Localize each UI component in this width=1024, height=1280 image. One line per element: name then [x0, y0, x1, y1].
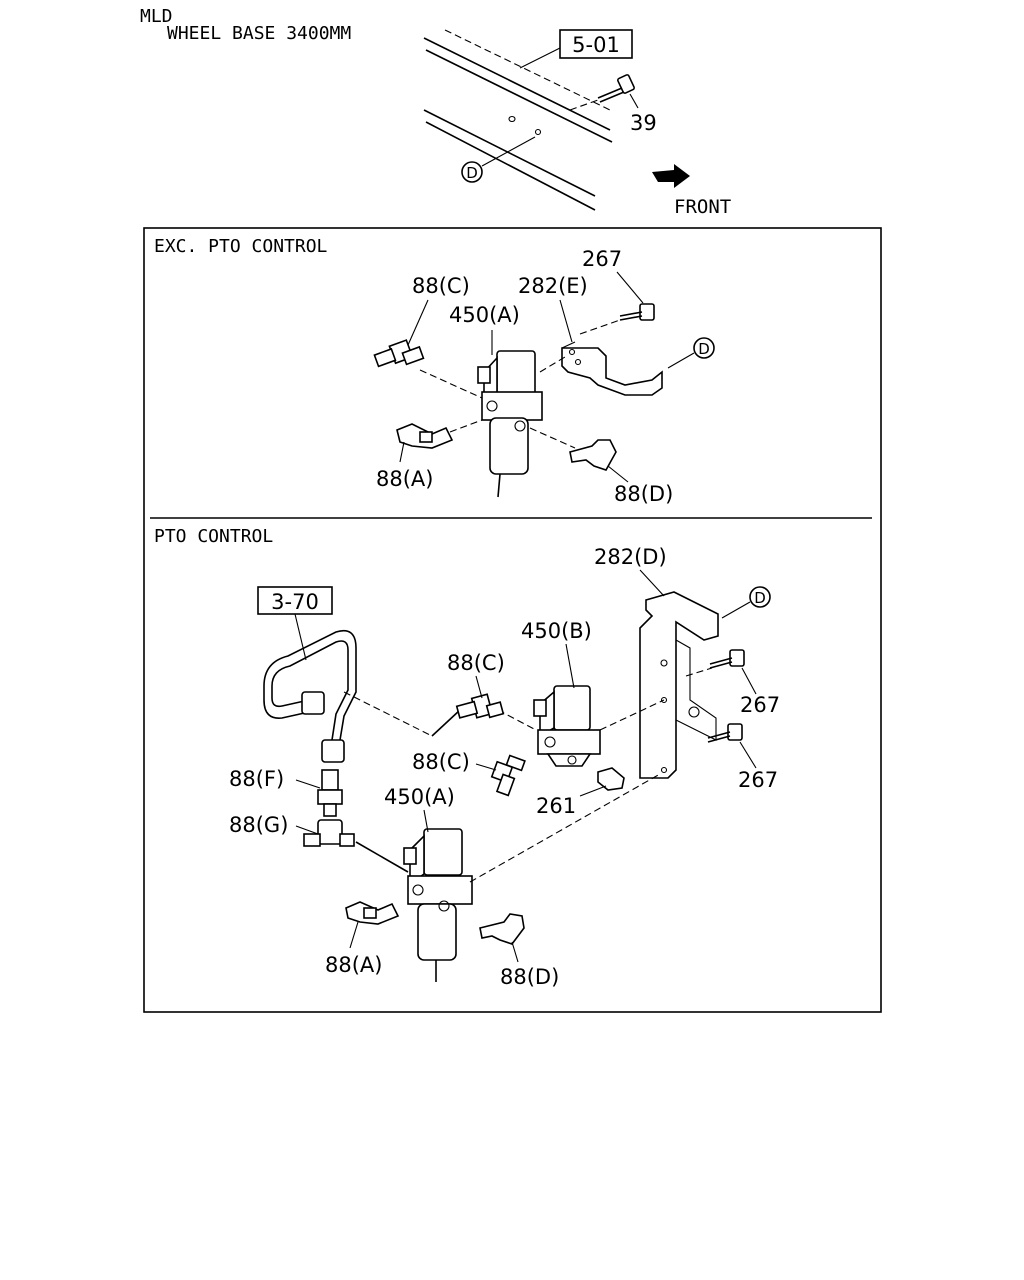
fitting-261 — [597, 767, 625, 791]
svg-text:3-70: 3-70 — [271, 590, 319, 614]
bracket-282d — [639, 591, 719, 779]
bolt-39: 39 — [569, 74, 657, 135]
label-450a-exc: 450(A) — [449, 303, 520, 327]
fitting-88a-pto — [345, 901, 400, 925]
label-88a-pto: 88(A) — [325, 953, 382, 977]
fitting-88f — [317, 769, 343, 817]
label-450b: 450(B) — [521, 619, 592, 643]
fitting-88d-exc — [569, 439, 617, 471]
svg-text:D: D — [466, 164, 478, 182]
pto-title: PTO CONTROL — [154, 526, 273, 547]
label-88f: 88(F) — [229, 767, 284, 791]
exc-pto-title: EXC. PTO CONTROL — [154, 236, 328, 257]
model-label: MLD — [140, 6, 173, 27]
ref-box-5-01[interactable]: 5-01 — [519, 29, 633, 69]
fitting-88d-pto — [479, 913, 525, 945]
fitting-88c-exc — [373, 339, 425, 368]
label-267-lower: 267 — [738, 768, 778, 792]
label-450a-pto: 450(A) — [384, 785, 455, 809]
leader-88c-exc — [419, 369, 483, 399]
fitting-88c-upper — [455, 693, 505, 719]
front-arrow-icon — [652, 164, 690, 188]
front-label: FRONT — [674, 196, 731, 218]
pipe-3-70 — [263, 629, 357, 763]
bolt-267-upper — [685, 649, 757, 695]
label-88a-exc: 88(A) — [376, 467, 433, 491]
label-267-upper: 267 — [740, 693, 780, 717]
fitting-88g — [303, 819, 355, 847]
valve-450b — [533, 685, 601, 767]
fitting-88c-lower — [490, 754, 526, 797]
point-d-callout: D — [461, 136, 536, 183]
valve-450a-exc — [477, 350, 543, 498]
label-88c-lower: 88(C) — [412, 750, 470, 774]
label-282e: 282(E) — [518, 274, 588, 298]
frame-rail — [423, 29, 613, 211]
label-261: 261 — [536, 794, 576, 818]
valve-450a-pto — [403, 828, 473, 982]
label-88c-exc: 88(C) — [412, 274, 470, 298]
part-39-label: 39 — [630, 111, 657, 135]
point-d-exc: D — [698, 340, 710, 358]
label-88d-exc: 88(D) — [614, 482, 673, 506]
label-282d: 282(D) — [594, 545, 667, 569]
fitting-88a-exc — [396, 423, 454, 449]
label-88g: 88(G) — [229, 813, 288, 837]
label-88c-upper: 88(C) — [447, 651, 505, 675]
bolt-267-lower — [707, 723, 757, 769]
wheel-base-label: WHEEL BASE 3400MM — [167, 23, 351, 44]
svg-text:5-01: 5-01 — [572, 33, 620, 57]
bracket-282e — [561, 341, 663, 396]
ref-box-3-70[interactable]: 3-70 — [257, 586, 333, 661]
diagram-frame — [143, 227, 882, 1013]
point-d-pto: D — [754, 589, 766, 607]
bolt-267-exc — [579, 271, 655, 335]
label-267-exc: 267 — [582, 247, 622, 271]
label-88d-pto: 88(D) — [500, 965, 559, 989]
